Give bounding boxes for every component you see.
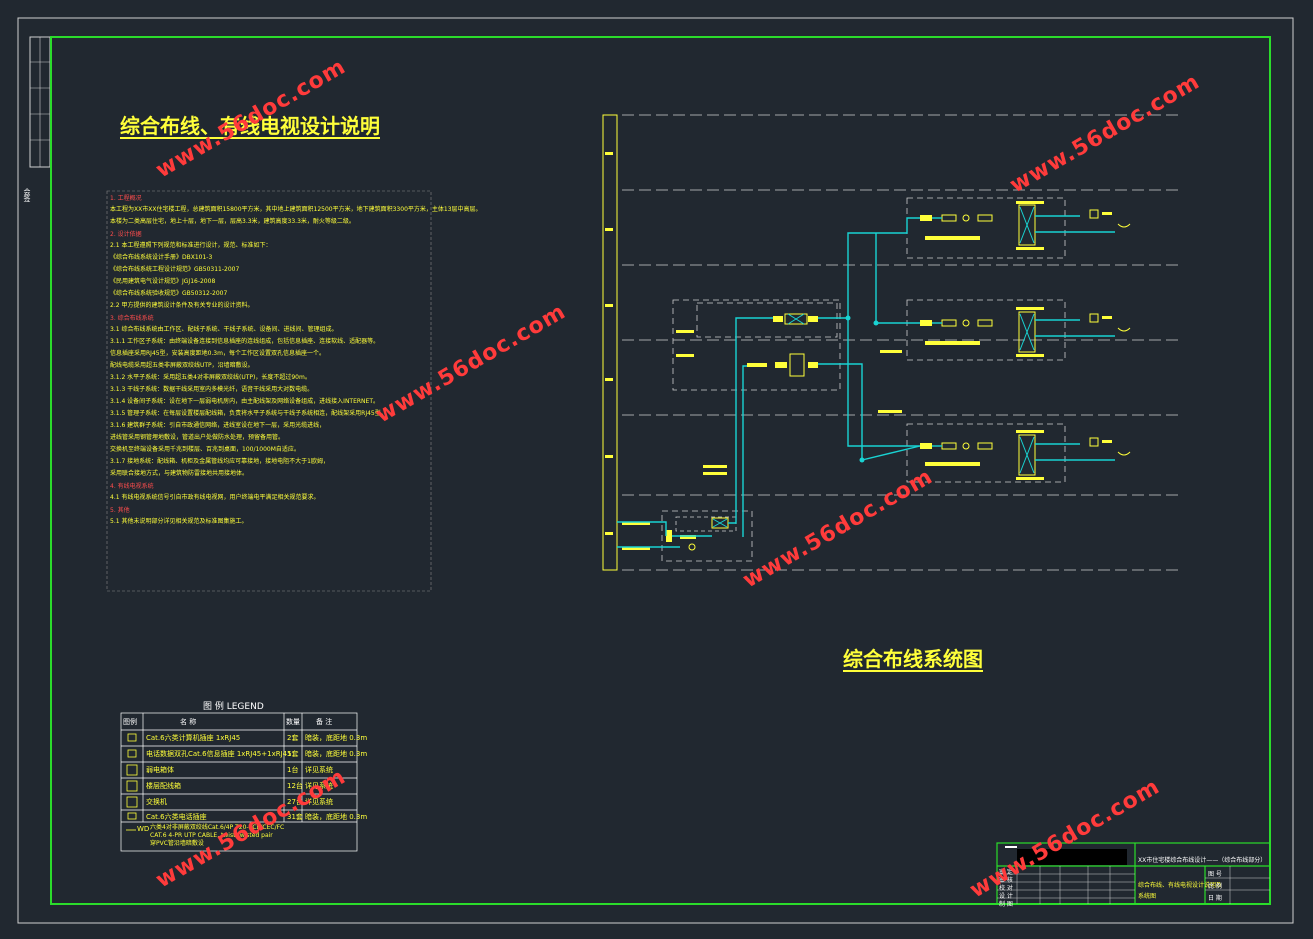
- note-line: 3.1.5 管理子系统：在每层设置楼层配线箱，负责将水平子系统与干线子系统相连，…: [110, 410, 387, 417]
- legend-cell-qty: 31套: [287, 813, 303, 821]
- legend-header-name: 名 称: [180, 718, 197, 726]
- legend-cell-remark: 详见系统: [305, 798, 333, 806]
- legend-cell-qty: 12台: [287, 782, 303, 790]
- note-line: 2.2 甲方提供的建筑设计条件及有关专业的设计资料。: [110, 302, 254, 309]
- legend-table: [120, 712, 358, 852]
- tb-right-label: 图 号: [1208, 871, 1222, 878]
- note-line: 3.1.7 接地系统：配线箱、机柜及金属管线均应可靠接地，接地电阻不大于1欧姆，: [110, 458, 329, 465]
- tb-drawing-name-1: 综合布线、有线电视设计说明及: [1138, 882, 1223, 889]
- redacted-logo-block: [1017, 849, 1127, 865]
- note-line: 信息插座采用RJ45型，安装高度距地0.3m，每个工作区设置双孔信息插座一个。: [110, 350, 325, 357]
- side-label: 会签: [23, 188, 31, 202]
- floor-cabinet-bottom: [906, 423, 1066, 483]
- note-line: 配线电缆采用超五类非屏蔽双绞线UTP，沿墙暗敷设。: [110, 362, 254, 369]
- legend-symbols: [126, 733, 138, 831]
- legend-cell-name: 电话数据双孔Cat.6信息插座 1xRJ45+1xRJ45: [146, 750, 292, 758]
- legend-cell-name: Cat.6六类电话插座: [146, 813, 207, 821]
- legend-header-qty: 数量: [286, 718, 300, 726]
- drawing-frame: [50, 36, 1271, 905]
- note-line: 交换机至终端设备采用千兆到楼层、百兆到桌面，100/1000M自适应。: [110, 446, 300, 453]
- legend-header-remark: 备 注: [316, 718, 333, 726]
- tb-role-label: 校 对: [999, 885, 1013, 892]
- sheet-border: [17, 17, 1294, 924]
- legend-cell-qty: 1套: [287, 750, 299, 758]
- note-line: 3.1.3 干线子系统：数据干线采用室内多模光纤，语音干线采用大对数电缆。: [110, 386, 314, 393]
- tb-role-label: 制 图: [999, 901, 1013, 908]
- legend-title: 图 例 LEGEND: [203, 702, 264, 712]
- tb-project-label: XX市住宅楼综合布线设计——（综合布线部分）: [1138, 857, 1267, 864]
- note-line: 《综合布线系统工程设计规范》GB50311-2007: [110, 266, 240, 273]
- legend-cell-remark: 暗装，底距地 0.3m: [305, 813, 368, 821]
- legend-cell-name: 楼层配线箱: [146, 782, 181, 790]
- note-line: 本工程为XX市XX住宅楼工程，总建筑面积15800平方米，其中地上建筑面积125…: [110, 206, 482, 213]
- tb-drawing-name-2: 系统图: [1138, 893, 1157, 900]
- note-line: 3. 综合布线系统: [110, 315, 154, 322]
- legend-cell-name: Cat.6六类计算机插座 1xRJ45: [146, 734, 241, 742]
- note-line: 本楼为二类高层住宅，地上十层，地下一层，层高3.3米，建筑高度33.3米，耐火等…: [110, 218, 355, 225]
- note-line: 《综合布线系统设计手册》DBX101-3: [110, 254, 213, 261]
- legend-cell-remark: 详见系统: [305, 782, 333, 790]
- tb-right-label: 比 例: [1208, 883, 1222, 890]
- floor-cabinet-middle: [672, 299, 841, 391]
- legend-cell-remark: 暗装，底距地 0.3m: [305, 750, 368, 758]
- note-line: 《民用建筑电气设计规范》JGJ16-2008: [110, 278, 216, 285]
- note-line: 4.1 有线电视系统信号引自市政有线电视网，用户终端电平满足相关规范要求。: [110, 494, 320, 501]
- note-line: 3.1.1 工作区子系统：由终端设备连接到信息插座的连线组成，包括信息插座、连接…: [110, 338, 380, 345]
- legend-header-symbol: 图例: [123, 718, 137, 726]
- floor-cabinet-mid: [906, 299, 1066, 361]
- note-line: 3.1.2 水平子系统：采用超五类4对非屏蔽双绞线(UTP)，长度不超过90m。: [110, 374, 311, 381]
- riser-column: [602, 114, 618, 571]
- legend-cell-qty: 1台: [287, 766, 299, 774]
- tb-role-label: 设 计: [999, 893, 1013, 900]
- note-line: 《综合布线系统验收规范》GB50312-2007: [110, 290, 228, 297]
- note-line: 采用联合接地方式，与建筑物防雷接地共用接地体。: [110, 470, 249, 477]
- notes-frame: [106, 190, 432, 592]
- tb-role-label: 审 核: [999, 877, 1013, 884]
- tb-role-label: 审 定: [999, 869, 1013, 876]
- tb-right-label: 日 期: [1208, 895, 1222, 902]
- legend-cell-name: 弱电箱体: [146, 766, 174, 774]
- legend-wd-line: 穿PVC管沿墙暗敷设: [150, 840, 204, 847]
- legend-wd-line: 六类4对非屏蔽双绞线Cat.6/4P T20-SCE/CEC/FC: [150, 824, 285, 831]
- legend-cell-qty: 2套: [287, 734, 299, 742]
- note-line: 3.1.4 设备间子系统：设在地下一层弱电机房内，由主配线架及网络设备组成，进线…: [110, 398, 380, 405]
- legend-cell-remark: 暗装，底距地 0.3m: [305, 734, 368, 742]
- note-line: 3.1 综合布线系统由工作区、配线子系统、干线子系统、设备间、进线间、管理组成。: [110, 326, 338, 333]
- note-line: 进线管采用钢管埋地敷设，管道出户处做防水处理，预留备用管。: [110, 434, 285, 441]
- floor-cabinet-top: [906, 197, 1066, 259]
- note-line: 5. 其他: [110, 507, 130, 514]
- equipment-room-cabinet: [661, 510, 753, 562]
- notes-title: 综合布线、有线电视设计说明: [120, 114, 380, 138]
- note-line: 5.1 其他未说明部分详见相关规范及标准图集施工。: [110, 518, 248, 525]
- note-line: 4. 有线电视系统: [110, 483, 154, 490]
- legend-wd-code: WD: [137, 825, 150, 833]
- system-diagram-title: 综合布线系统图: [843, 647, 983, 671]
- note-line: 2. 设计依据: [110, 231, 142, 238]
- legend-cell-qty: 27台: [287, 798, 303, 806]
- legend-cell-name: 交换机: [146, 798, 167, 806]
- title-block: [996, 842, 1271, 905]
- legend-wd-line: CAT.6 4-PR UTP CABLE, twist twisted pair: [150, 832, 273, 839]
- note-line: 3.1.6 建筑群子系统：引自市政通信网络，进线室设在地下一层，采用光缆进线，: [110, 422, 326, 429]
- legend-cell-remark: 详见系统: [305, 766, 333, 774]
- design-notes: 1. 工程概况本工程为XX市XX住宅楼工程，总建筑面积15800平方米，其中地上…: [110, 195, 482, 587]
- note-line: 2.1 本工程遵照下列规范和标准进行设计，规范、标准如下：: [110, 242, 272, 249]
- note-line: 1. 工程概况: [110, 195, 142, 202]
- system-diagram: [602, 114, 1180, 571]
